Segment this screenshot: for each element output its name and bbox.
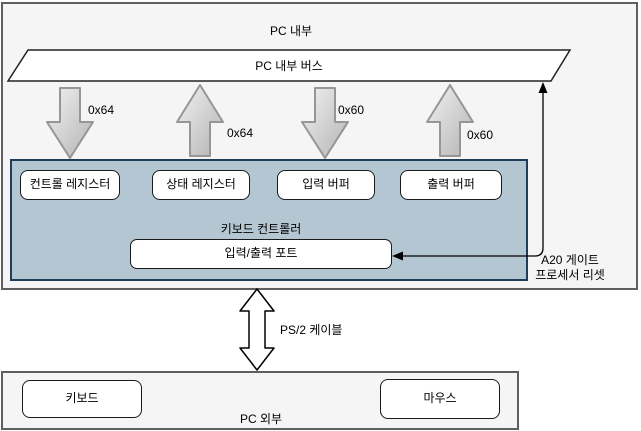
pc-bus-label: PC 내부 버스 <box>255 59 323 73</box>
ps2-cable-arrow-icon <box>239 288 275 371</box>
a20-gate-label-line1: A20 게이트 <box>541 253 599 267</box>
port-read-0x64-label: 0x64 <box>227 126 254 140</box>
keyboard-label: 키보드 <box>65 391 99 406</box>
mouse-label: 마우스 <box>423 391 457 406</box>
port-write-0x60-label: 0x60 <box>338 103 365 117</box>
port-write-0x64-label: 0x64 <box>88 103 115 117</box>
mouse-box: 마우스 <box>380 379 500 419</box>
input-buffer-box: 입력 버퍼 <box>277 170 375 200</box>
ps2-cable-label: PS/2 케이블 <box>280 323 343 337</box>
status-register-label: 상태 레지스터 <box>166 177 236 192</box>
control-register-box: 컨트롤 레지스터 <box>20 170 120 200</box>
io-port-box: 입력/출력 포트 <box>130 239 392 269</box>
port-read-0x60-label: 0x60 <box>467 128 494 142</box>
status-register-box: 상태 레지스터 <box>152 170 250 200</box>
a20-gate-reset-label: A20 게이트 프로세서 리셋 <box>527 253 613 283</box>
keyboard-box: 키보드 <box>22 380 142 418</box>
io-port-label: 입력/출력 포트 <box>224 246 298 261</box>
pc-inside-title: PC 내부 <box>269 24 313 38</box>
keyboard-controller-title: 키보드 컨트롤러 <box>220 222 302 236</box>
a20-gate-label-line2: 프로세서 리셋 <box>535 268 605 282</box>
control-register-label: 컨트롤 레지스터 <box>29 177 111 192</box>
input-buffer-label: 입력 버퍼 <box>302 177 350 192</box>
output-buffer-box: 출력 버퍼 <box>400 170 502 200</box>
pc-outside-title: PC 외부 <box>239 412 283 426</box>
output-buffer-label: 출력 버퍼 <box>427 177 475 192</box>
